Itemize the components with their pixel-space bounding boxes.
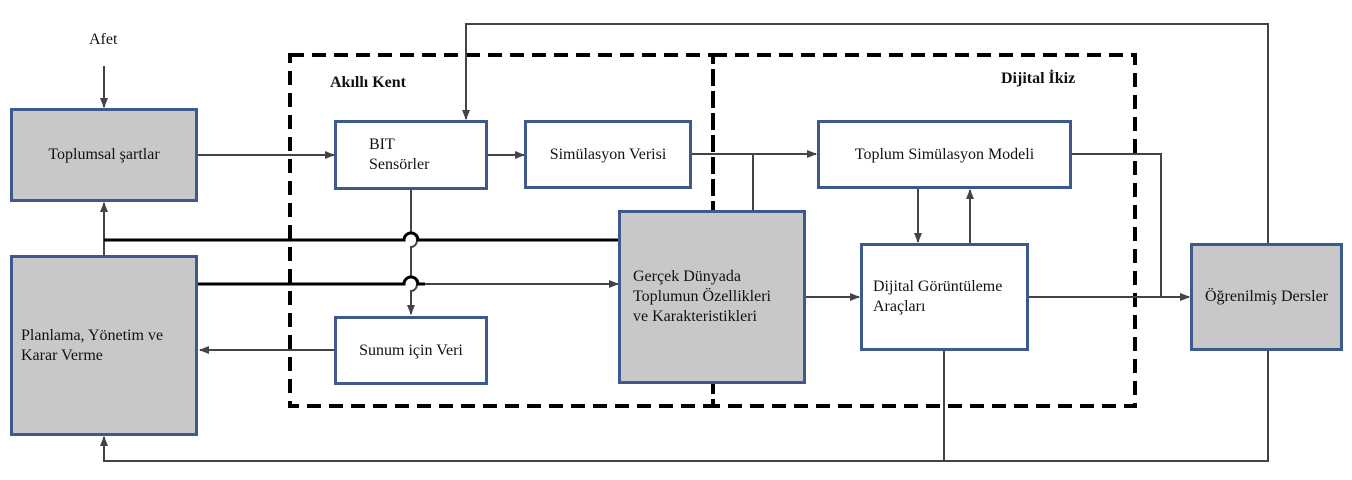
toplumsal-sartlar-box: Toplumsal şartlar (10, 108, 198, 202)
simulasyon-verisi-box: Simülasyon Verisi (524, 120, 692, 189)
afet-label: Afet (89, 31, 118, 48)
gercek-dunyada-text: Gerçek Dünyada Toplumun Özellikleri ve K… (633, 268, 771, 325)
dijital-goruntuleme-box: Dijital Görüntüleme Araçları (860, 243, 1029, 351)
ogrenilmis-dersler-text: Öğrenilmiş Dersler (1204, 288, 1329, 305)
arrow-model-dersler (1072, 153, 1190, 301)
sunum-icin-veri-text: Sunum için Veri (359, 341, 463, 359)
thick-line-lower (198, 275, 425, 286)
thick-line-upper (104, 231, 618, 242)
gercek-dunyada-box: Gerçek Dünyada Toplumun Özellikleri ve K… (618, 210, 806, 384)
ogrenilmis-dersler-box: Öğrenilmiş Dersler (1190, 243, 1343, 351)
akilli-kent-label: Akıllı Kent (330, 74, 407, 91)
toplumsal-sartlar-text: Toplumsal şartlar (48, 146, 160, 163)
arrow-dersler-planlama (100, 351, 1269, 462)
toplum-simulasyon-modeli-text: Toplum Simülasyon Modeli (854, 145, 1035, 163)
arrow-bit-sunum (407, 190, 418, 315)
dijital-goruntuleme-text: Dijital Görüntüleme Araçları (873, 278, 1003, 315)
bit-sensorler-text: BIT Sensörler (369, 136, 430, 173)
toplum-simulasyon-modeli-box: Toplum Simülasyon Modeli (817, 120, 1072, 189)
planlama-text: Planlama, Yönetim ve Karar Verme (21, 326, 164, 364)
dijital-ikiz-label: Dijital İkiz (1001, 70, 1076, 87)
bit-sensorler-box: BIT Sensörler (334, 120, 488, 190)
sunum-icin-veri-box: Sunum için Veri (334, 316, 488, 385)
arrow-dersler-bit (462, 23, 1269, 243)
planlama-box: Planlama, Yönetim ve Karar Verme (10, 255, 198, 436)
simulasyon-verisi-text: Simülasyon Verisi (549, 145, 667, 163)
